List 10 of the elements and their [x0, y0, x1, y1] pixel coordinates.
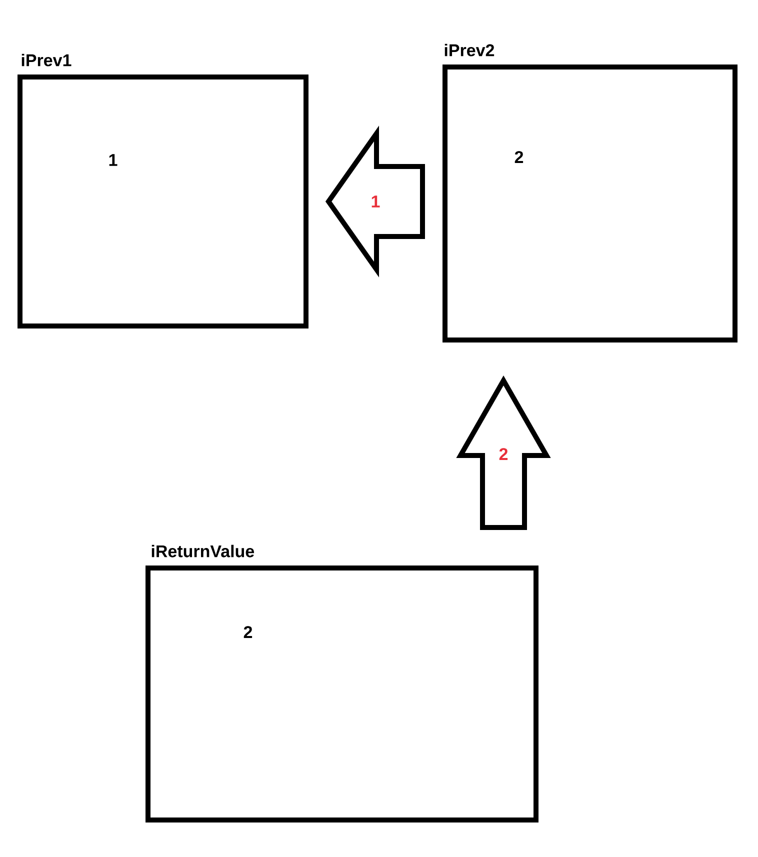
number-label: 2 [514, 151, 524, 163]
heading: iPrev1 [22, 54, 72, 66]
number-label: 1 [109, 154, 118, 166]
number-label: 2 [244, 626, 252, 638]
edge-label: 2 [499, 448, 508, 460]
heading: iReturnValue [152, 544, 254, 558]
edge-label: 1 [372, 196, 380, 208]
block-arrow [325, 126, 425, 278]
block-arrow [456, 375, 551, 530]
heading: iPrev2 [444, 44, 494, 56]
